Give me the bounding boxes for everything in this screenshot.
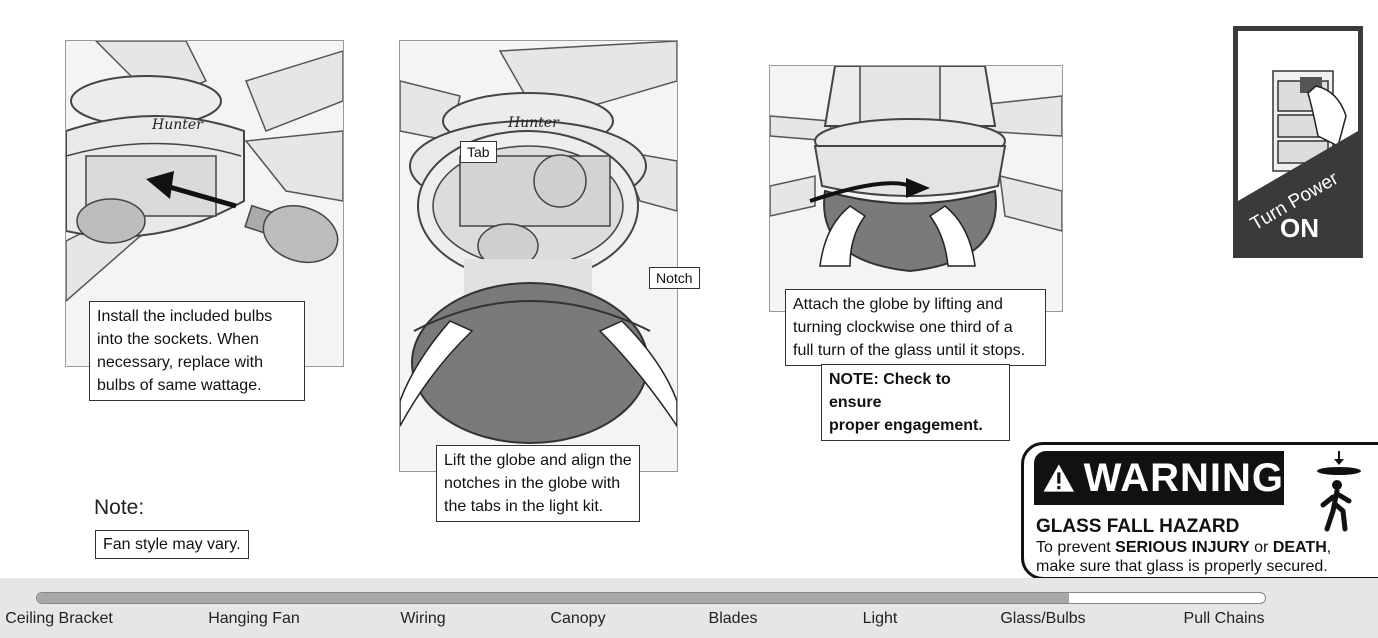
progress-track [36,592,1266,604]
hazard-text-part: To prevent [1036,539,1116,556]
note-title: Note: [94,496,145,519]
step-2-caption: Lift the globe and align the notches in … [436,445,640,522]
stage-pull-chains[interactable]: Pull Chains [1183,610,1265,627]
hazard-text-part: , make sure that glass is properly secur… [1036,539,1332,575]
turn-power-badge: Turn Power ON [1233,26,1363,258]
step-2-illustration: Hunter [399,40,678,472]
step-3-note-line: NOTE: Check to ensure [829,371,951,411]
stage-light[interactable]: Light [862,610,898,627]
step-2-caption-line: the tabs in the light kit. [444,498,604,515]
notch-callout: Notch [649,267,700,289]
fan-style-note: Fan style may vary. [95,530,249,559]
warning-title: WARNING [1083,455,1284,500]
svg-text:Hunter: Hunter [151,117,204,133]
tab-callout: Tab [460,141,497,163]
step-1-caption-line: bulbs of same wattage. [97,377,262,394]
hazard-title: GLASS FALL HAZARD [1036,516,1240,537]
step-2-caption-line: notches in the globe with [444,475,621,492]
warning-label: WARNING GLASS FALL HAZARD To prevent SER… [1021,442,1378,580]
step-1-caption-line: Install the included bulbs [97,308,273,325]
stage-glass-bulbs[interactable]: Glass/Bulbs [1000,610,1086,627]
hazard-text-bold: SERIOUS INJURY [1115,539,1250,556]
hazard-text-bold: DEATH [1272,539,1327,556]
step-3-caption-line: Attach the globe by lifting and [793,296,1003,313]
step-3-caption-line: turning clockwise one third of a [793,319,1013,336]
turn-power-state: ON [1280,213,1319,243]
stage-ceiling-bracket[interactable]: Ceiling Bracket [5,610,113,627]
hazard-text-part: or [1249,539,1273,556]
stage-blades[interactable]: Blades [708,610,758,627]
installation-progress: Ceiling Bracket Hanging Fan Wiring Canop… [0,578,1378,638]
warning-header: WARNING [1034,451,1284,505]
hazard-text: To prevent SERIOUS INJURY or DEATH, make… [1036,538,1366,576]
progress-fill [37,593,1069,603]
step-1-caption-line: into the sockets. When [97,331,259,348]
warning-triangle-icon [1043,464,1075,492]
step-3-caption: Attach the globe by lifting and turning … [785,289,1046,366]
stage-hanging-fan[interactable]: Hanging Fan [208,610,300,627]
svg-text:Hunter: Hunter [507,115,560,131]
step-3-note-line: proper engagement. [829,417,983,434]
step-1-caption-line: necessary, replace with [97,354,263,371]
stage-canopy[interactable]: Canopy [550,610,606,627]
step-2-caption-line: Lift the globe and align the [444,452,632,469]
falling-glass-icon [1317,451,1361,532]
step-1-caption: Install the included bulbs into the sock… [89,301,305,401]
step-3-illustration [769,65,1063,312]
step-3-note: NOTE: Check to ensure proper engagement. [821,364,1010,441]
step-3-caption-line: full turn of the glass until it stops. [793,342,1026,359]
stage-wiring[interactable]: Wiring [400,610,446,627]
light-switch-icon [1238,31,1358,253]
